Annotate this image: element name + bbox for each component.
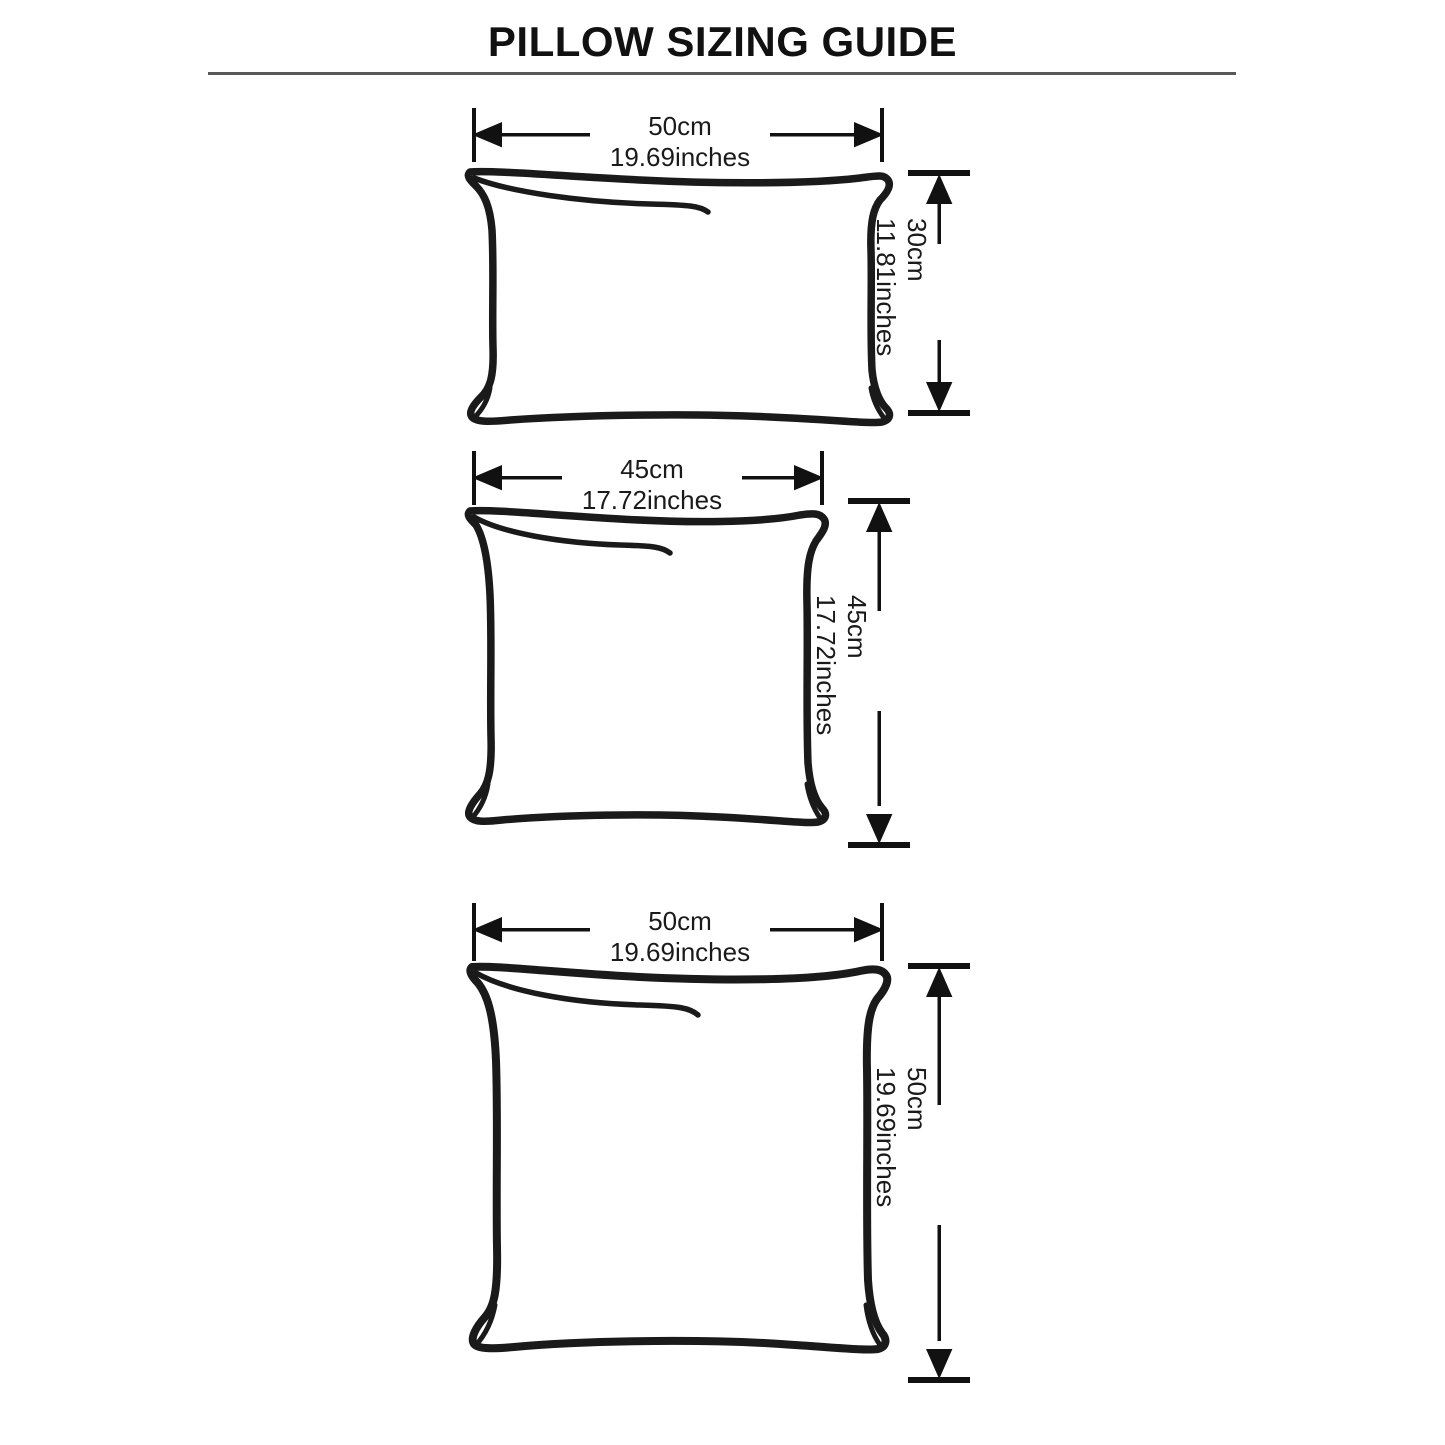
dim-arrow-left [472,122,502,148]
width-label-square-45: 45cm 17.72inches [562,454,742,516]
dim-tick-left [472,903,476,961]
pillow-seam-top-left [471,514,673,556]
height-cm-value: 50cm [902,1067,932,1131]
pillow-seam-top-left [473,970,701,1018]
dim-arrow-down [866,814,893,844]
pillow-seam-bottom-left [471,385,493,421]
dim-tick-bottom [908,1377,970,1383]
header: PILLOW SIZING GUIDE [0,0,1445,92]
height-inch-value: 11.81inches [871,218,901,357]
dim-line-horizontal-right [702,476,802,480]
height-inch-value: 19.69inches [871,1067,901,1208]
pillow-outline [466,962,892,1354]
pillow-square-50-drawing [466,903,970,1383]
width-inch-value: 19.69inches [609,937,751,967]
width-inch-value: 17.72inches [581,485,723,515]
dim-arrow-up [926,174,953,204]
dim-arrow-left [472,917,502,943]
dim-line-vertical-upper [937,192,941,244]
dim-line-vertical-upper [937,987,941,1105]
dim-tick-bottom [908,410,970,416]
pillow-seam-bottom-left [473,1302,498,1348]
dim-arrow-right [854,122,884,148]
dim-line-vertical-lower [937,340,941,394]
dim-line-horizontal-left [492,476,602,480]
pillow-seam-bottom-right [863,1302,883,1348]
dim-arrow-right [794,465,824,491]
dim-tick-right [880,903,884,961]
dim-arrow-down [926,382,953,412]
dim-line-horizontal-right [740,133,862,137]
dim-arrow-up [866,502,893,532]
width-cm-value: 45cm [562,454,742,485]
height-inch-value: 17.72inches [811,595,841,736]
width-inch-value: 19.69inches [609,142,751,172]
pillow-outline [464,167,894,427]
pillow-seam-bottom-left [469,781,491,821]
height-label-square-45: 45cm 17.72inches [810,595,872,735]
dim-tick-top [908,170,970,176]
height-label-rectangular: 30cm 11.81inches [870,218,932,356]
dim-line-vertical-lower [877,711,881,806]
dim-tick-top [908,963,970,969]
pillow-diagram-square-45: 45cm 17.72inches 45cm 17.72inches [440,443,960,868]
dim-tick-bottom [848,842,910,848]
dim-arrow-up [926,967,953,997]
width-cm-value: 50cm [590,906,770,937]
pillow-diagram-rectangular: 50cm 19.69inches 30cm 11.81inches [440,100,1000,445]
title-divider [208,72,1236,75]
pillow-seam-bottom-right [804,781,823,821]
dim-line-horizontal-left [492,133,620,137]
dim-tick-top [848,498,910,504]
pillow-outline [464,506,830,827]
width-label-rectangular: 50cm 19.69inches [590,111,770,173]
pillow-seam-bottom-right [868,385,887,421]
page-title: PILLOW SIZING GUIDE [487,18,958,65]
dim-line-horizontal-right [740,928,862,932]
pillow-rectangular-drawing [464,108,970,427]
dim-arrow-left [472,465,502,491]
pillow-diagram-square-50: 50cm 19.69inches 50cm 19.69inches [440,895,1020,1405]
height-cm-value: 30cm [902,218,932,282]
height-cm-value: 45cm [842,595,872,659]
width-label-square-50: 50cm 19.69inches [590,906,770,968]
dim-line-vertical-lower [937,1225,941,1341]
dim-line-vertical-upper [877,521,881,611]
pillow-square-45-drawing [464,451,910,848]
pillow-seam-top-left [471,175,711,215]
dim-line-horizontal-left [492,928,620,932]
dim-arrow-right [854,917,884,943]
width-cm-value: 50cm [590,111,770,142]
dim-arrow-down [926,1349,953,1379]
height-label-square-50: 50cm 19.69inches [870,1067,932,1207]
